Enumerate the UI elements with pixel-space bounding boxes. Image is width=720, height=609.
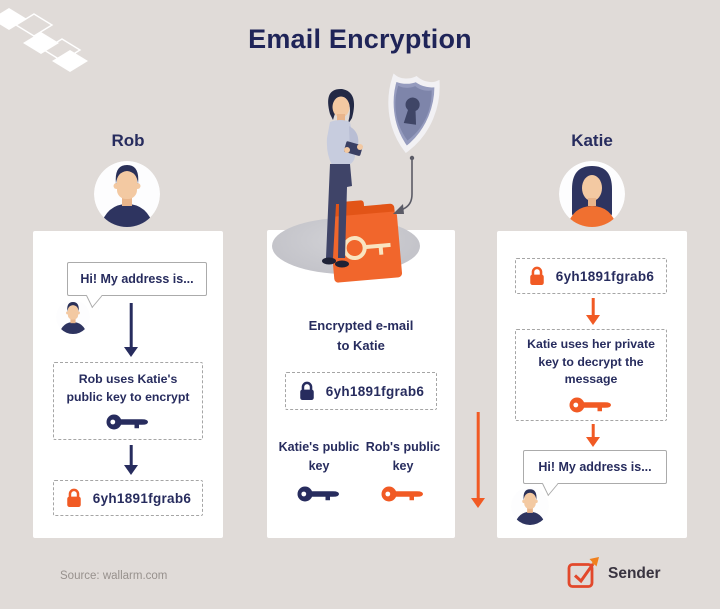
katie-speech-bubble: Hi! My address is... (523, 450, 667, 484)
katie-avatar (559, 161, 625, 227)
rob-public-key-icon (381, 485, 425, 503)
katie-card: 6yh1891fgrab6 Katie uses her private key… (497, 231, 687, 538)
katie-ciphertext-box: 6yh1891fgrab6 (515, 258, 667, 294)
katie-ciphertext: 6yh1891fgrab6 (555, 268, 655, 284)
rob-card: Hi! My address is... Rob uses Katie's pu… (33, 231, 223, 538)
shield-to-folder-connector (393, 155, 415, 214)
arrow-down-icon (123, 445, 139, 475)
katie-decrypt-step-text: Katie uses her private key to decrypt th… (527, 336, 655, 387)
katie-public-key-label: Katie's public key (278, 440, 360, 473)
rob-name-label: Rob (111, 131, 145, 150)
rob-speech-bubble: Hi! My address is... (67, 262, 207, 296)
lock-icon (528, 266, 546, 286)
key-icon (106, 413, 150, 431)
lock-icon (298, 381, 316, 401)
rob-encrypt-step-text: Rob uses Katie's public key to encrypt (66, 371, 190, 404)
rob-ciphertext-box: 6yh1891fgrab6 (53, 480, 203, 516)
katie-public-key-icon (297, 485, 341, 503)
center-card: Encrypted e-mail to Katie 6yh1891fgrab6 … (267, 230, 455, 538)
lock-icon (65, 488, 83, 508)
page-title: Email Encryption (248, 24, 472, 54)
katie-decrypt-step-box: Katie uses her private key to decrypt th… (515, 329, 667, 421)
arrow-down-icon (585, 298, 601, 325)
rob-avatar (94, 161, 160, 227)
shield-icon (388, 73, 440, 154)
arrow-down-icon (123, 303, 139, 357)
center-ciphertext-box: 6yh1891fgrab6 (285, 372, 437, 410)
decrypted-sender-avatar (511, 487, 549, 525)
sender-logo-icon (567, 557, 599, 588)
rob-ciphertext: 6yh1891fgrab6 (92, 490, 192, 506)
center-ciphertext: 6yh1891fgrab6 (325, 383, 425, 399)
rob-encrypt-step-box: Rob uses Katie's public key to encrypt (53, 362, 203, 440)
arrow-down-icon (585, 424, 601, 447)
key-icon (569, 396, 613, 414)
sender-brand-label: Sender (608, 565, 661, 582)
rob-public-key-label: Rob's public key (365, 440, 441, 473)
key-icons-row (277, 485, 445, 503)
source-attribution: Source: wallarm.com (60, 570, 168, 582)
folder-icon (329, 200, 403, 283)
flow-arrow-down-icon (470, 412, 486, 508)
center-heading: Encrypted e-mail to Katie (308, 318, 414, 354)
katie-name-label: Katie (571, 131, 613, 150)
rob-small-avatar (56, 300, 90, 334)
woman-illustration (322, 88, 363, 268)
key-labels-row: Katie's public key Rob's public key (277, 438, 445, 476)
diamond-pattern-icon (0, 8, 88, 72)
